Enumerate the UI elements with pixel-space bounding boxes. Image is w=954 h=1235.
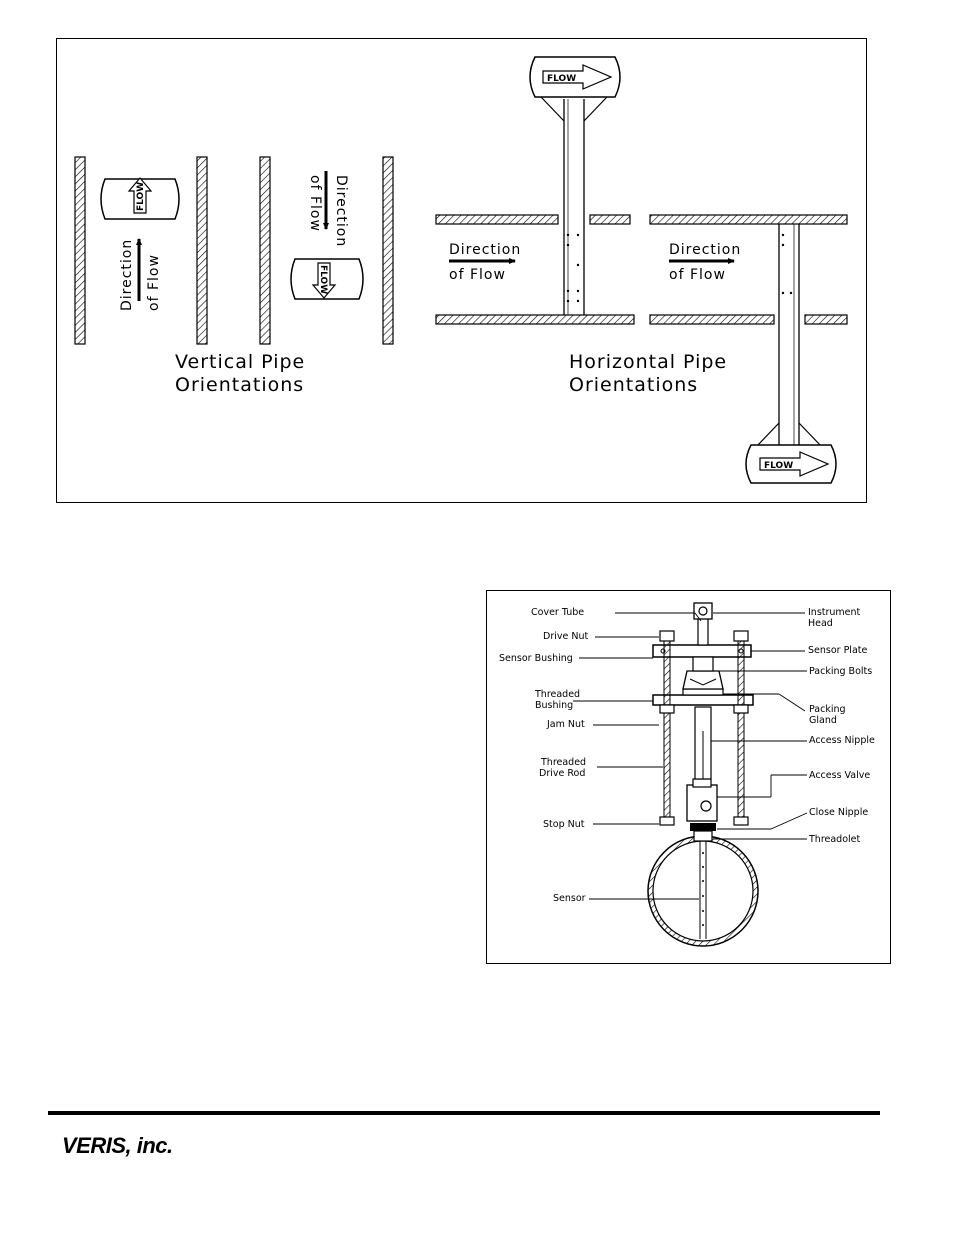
label-stop-nut: Stop Nut [543,819,585,830]
flow-tag-text: FLOW [764,461,793,471]
horizontal-caption-line1: Horizontal Pipe [569,351,727,373]
label-packing-bolts: Packing Bolts [809,666,872,677]
label-sensor-plate: Sensor Plate [808,645,867,656]
label-packing-gland-line2: Gland [809,715,837,726]
cover-tube-and-head [693,602,713,646]
label-threaded-bushing-line1: Threaded [534,689,580,700]
flow-head-up: FLOW [100,177,180,220]
flow-head-bottom-entry: FLOW [745,444,837,484]
horizontal-caption-line2: Orientations [569,374,698,396]
vertical-pipe-downflow [259,156,394,345]
label-drive-nut: Drive Nut [543,631,588,642]
direction-label-h1-line2: of Flow [449,267,506,283]
flow-tag-text: FLOW [136,182,146,211]
label-instrument-head-line1: Instrument [808,607,861,618]
leader-lines-left [573,612,702,900]
access-nipple [694,706,712,780]
label-threadolet: Threadolet [808,834,861,845]
flow-tag-text: FLOW [318,265,328,294]
label-packing-gland-line1: Packing [809,704,846,715]
packing-gland [682,670,724,690]
label-threaded-drive-rod-line1: Threaded [540,757,586,768]
access-valve [686,778,718,822]
threaded-drive-rods [659,630,749,826]
horizontal-pipe-top-entry [435,96,635,325]
leader-lines-right [711,612,808,840]
label-access-nipple: Access Nipple [809,735,875,746]
direction-label-h2-line1: Direction [669,242,741,258]
label-access-valve: Access Valve [809,770,870,781]
flow-tag-text: FLOW [547,74,576,84]
label-threaded-drive-rod-line2: Drive Rod [539,768,585,779]
sensor-installation-figure: Cover Tube Drive Nut Sensor Bushing Thre… [486,590,891,964]
direction-label-h2-line2: of Flow [669,267,726,283]
label-jam-nut: Jam Nut [546,719,585,730]
horizontal-pipe-bottom-entry [649,214,848,448]
pipe-orientation-figure: FLOW Direction of Flow FLOW Direction of… [56,38,867,503]
sensor-rod [699,839,707,939]
direction-label-up-line2: of Flow [146,254,162,311]
flow-head-top-entry: FLOW [529,56,621,98]
direction-label-up-line1: Direction [119,239,135,311]
vertical-pipe-upflow [74,156,208,345]
vertical-caption-line2: Orientations [175,374,304,396]
label-close-nipple: Close Nipple [809,807,868,818]
label-threaded-bushing-line2: Bushing [535,700,573,711]
vertical-caption-line1: Vertical Pipe [175,351,305,373]
label-sensor: Sensor [553,893,586,904]
direction-label-down-line2: of Flow [307,175,323,232]
footer-rule [48,1111,880,1115]
flow-head-down: FLOW [290,258,364,300]
label-instrument-head-line2: Head [808,618,833,629]
direction-label-down-line1: Direction [333,175,349,247]
threadolet [690,823,716,842]
label-sensor-bushing: Sensor Bushing [499,653,573,664]
label-cover-tube: Cover Tube [531,607,584,618]
direction-label-h1-line1: Direction [449,242,521,258]
company-logo: VERIS, inc. [62,1133,173,1158]
